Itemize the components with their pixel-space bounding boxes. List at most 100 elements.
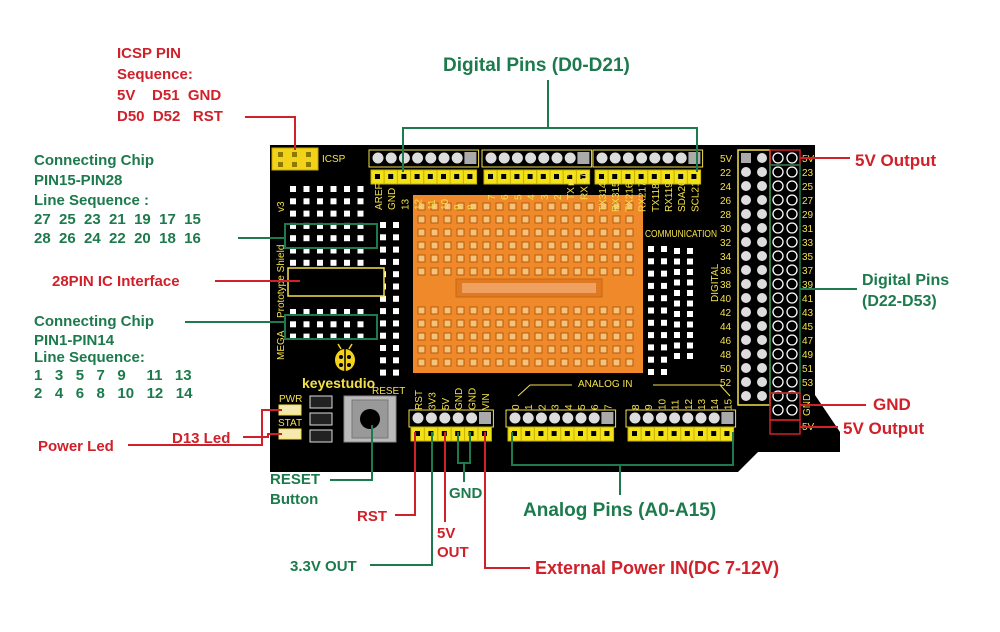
male-pin: [645, 431, 651, 436]
reset-button-label: Button: [270, 491, 318, 508]
header-pin: [741, 279, 751, 289]
proto-hole: [380, 332, 386, 339]
pin-label: 47: [802, 336, 814, 347]
through-hole: [786, 264, 798, 276]
proto-hole: [687, 311, 693, 317]
pin-label: 4: [564, 404, 575, 410]
icsp-pin: [292, 162, 297, 167]
digital-silk: DIGITAL: [710, 263, 721, 302]
breadboard-hole: [560, 254, 569, 263]
breadboard-hole: [430, 345, 439, 354]
proto-hole: [380, 258, 386, 265]
breadboard-hole: [625, 215, 634, 224]
breadboard-hole: [417, 319, 426, 328]
breadboard-hole: [612, 254, 621, 263]
breadboard-hole: [573, 319, 582, 328]
proto-hole: [290, 247, 296, 254]
pin-label: 31: [802, 224, 814, 235]
breadboard-hole: [573, 267, 582, 276]
through-hole: [786, 236, 798, 248]
proto-hole: [661, 295, 667, 302]
breadboard-hole: [547, 267, 556, 276]
male-pin: [514, 174, 520, 179]
pin-label: 39: [802, 280, 814, 291]
breadboard-hole: [469, 267, 478, 276]
breadboard-hole: [456, 241, 465, 250]
breadboard-hole: [443, 306, 452, 315]
header-pin: [564, 152, 576, 164]
version-silk: v3: [276, 201, 287, 212]
breadboard-hole: [443, 241, 452, 250]
header-pin: [438, 152, 450, 164]
breadboard-hole: [560, 319, 569, 328]
header-pin: [609, 152, 621, 164]
male-pin: [567, 174, 573, 179]
leader-analog: [511, 432, 734, 466]
gnd-bottom-label: GND: [449, 485, 483, 502]
icsp-pin: [306, 152, 311, 157]
breadboard-hole: [417, 358, 426, 367]
header-pin: [757, 363, 767, 373]
breadboard-hole: [508, 358, 517, 367]
proto-hole: [330, 321, 337, 328]
male-pin: [540, 174, 546, 179]
chip-top-row-box: [284, 223, 378, 249]
header-pin: [757, 279, 767, 289]
breadboard-hole: [521, 254, 530, 263]
proto-hole: [674, 248, 680, 254]
breadboard-hole: [573, 254, 582, 263]
pin-label: 7: [487, 194, 498, 200]
pin-label: 11: [671, 399, 682, 410]
male-pin: [415, 431, 420, 436]
breadboard-hole: [443, 202, 452, 211]
breadboard-hole: [430, 358, 439, 367]
male-pin: [441, 174, 446, 179]
pin-label: 5: [577, 404, 588, 410]
pin-label: RST: [414, 390, 425, 410]
breadboard-hole: [417, 345, 426, 354]
proto-hole: [344, 186, 350, 192]
proto-hole: [303, 222, 310, 229]
breadboard-hole: [456, 358, 465, 367]
ladybug-logo: [335, 343, 355, 371]
pin-label: 35: [802, 252, 814, 263]
header-pin: [741, 251, 751, 261]
proto-hole: [648, 332, 654, 339]
pin-label: 52: [720, 378, 732, 389]
proto-hole: [290, 321, 296, 328]
pin-label: 44: [720, 322, 732, 333]
male-pin: [375, 174, 380, 179]
pin-label: 22: [720, 168, 732, 179]
proto-hole: [380, 369, 386, 376]
proto-hole: [357, 309, 364, 315]
breadboard-hole: [430, 254, 439, 263]
leader-icsp: [245, 116, 296, 150]
through-hole: [786, 222, 798, 234]
breadboard-hole: [573, 358, 582, 367]
header-pin: [757, 349, 767, 359]
header-pin-square: [741, 153, 751, 163]
pin-label: 2: [537, 404, 548, 410]
reset-button[interactable]: [343, 395, 397, 443]
breadboard-hole: [612, 345, 621, 354]
breadboard-hole: [521, 228, 530, 237]
breadboard-hole: [508, 254, 517, 263]
chip-bottom-line: PIN1-PIN14: [34, 332, 115, 349]
icsp-pin: [306, 162, 311, 167]
pin-label: 48: [720, 350, 732, 361]
pin-label: 40: [720, 294, 732, 305]
header-pin: [757, 335, 767, 345]
proto-hole: [317, 259, 323, 266]
through-hole: [786, 250, 798, 262]
header-pin: [757, 321, 767, 331]
breadboard-hole: [586, 254, 595, 263]
header-pin: [757, 181, 767, 191]
pin-label: 8: [631, 404, 642, 410]
male-pin: [612, 174, 618, 179]
proto-hole: [393, 283, 399, 290]
breadboard-hole: [417, 228, 426, 237]
breadboard-hole: [521, 215, 530, 224]
header-pin: [669, 412, 681, 424]
proto-hole: [674, 258, 680, 265]
male-pin: [691, 174, 697, 179]
